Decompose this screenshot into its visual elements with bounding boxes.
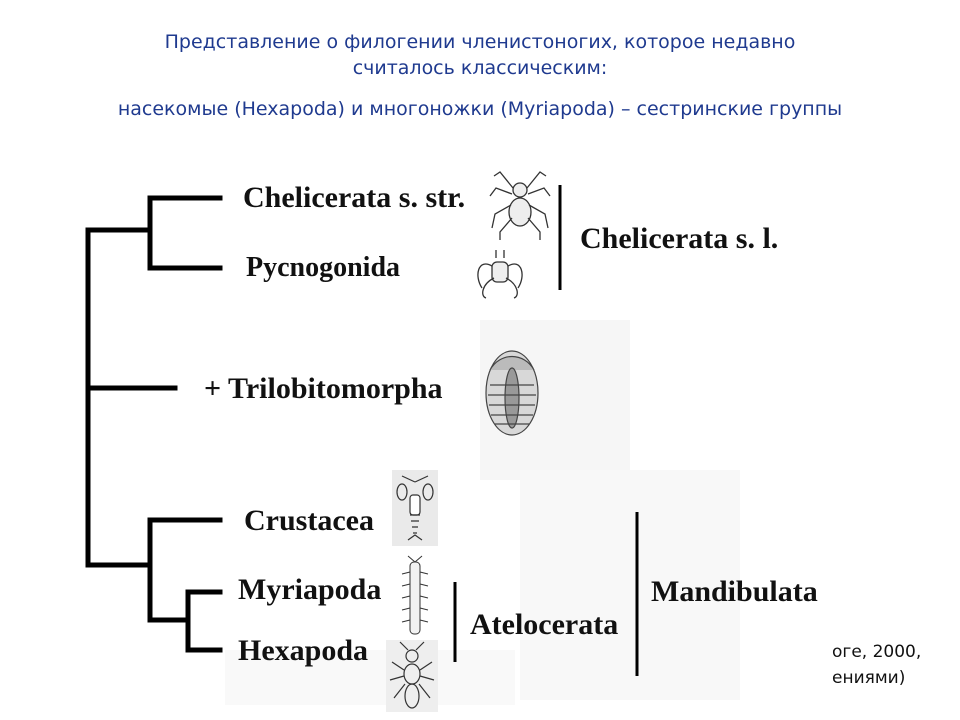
trilobite-icon [485, 350, 539, 436]
taxon-hexapoda: Hexapoda [238, 634, 369, 667]
group-mandibulata: Mandibulata [651, 575, 818, 608]
background-patch [520, 470, 740, 700]
spider-icon [489, 171, 551, 240]
title-line-1: Представление о филогении членистоногих,… [164, 31, 796, 53]
taxon-chelicerata-sstr: Chelicerata s. str. [243, 181, 466, 214]
sea-spider-icon [477, 250, 523, 299]
background-patch [225, 650, 515, 705]
taxon-myriapoda: Myriapoda [238, 573, 382, 606]
reference-line-1: оге, 2000, [832, 642, 922, 662]
insect-icon [389, 641, 435, 709]
crayfish-icon [396, 475, 434, 541]
centipede-icon [401, 555, 429, 635]
taxon-pycnogonida: Pycnogonida [246, 252, 401, 283]
taxon-crustacea: Crustacea [244, 504, 374, 537]
taxon-trilobitomorpha: + Trilobitomorpha [204, 372, 443, 405]
insect-frame [386, 640, 438, 712]
group-atelocerata: Atelocerata [470, 608, 619, 641]
reference-line-2: ениями) [832, 668, 906, 688]
title-line-2: считалось классическим: [352, 57, 608, 79]
group-chelicerata-sl: Chelicerata s. l. [580, 222, 779, 255]
title-line-3: насекомые (Hexapoda) и многоножки (Myria… [117, 98, 843, 120]
